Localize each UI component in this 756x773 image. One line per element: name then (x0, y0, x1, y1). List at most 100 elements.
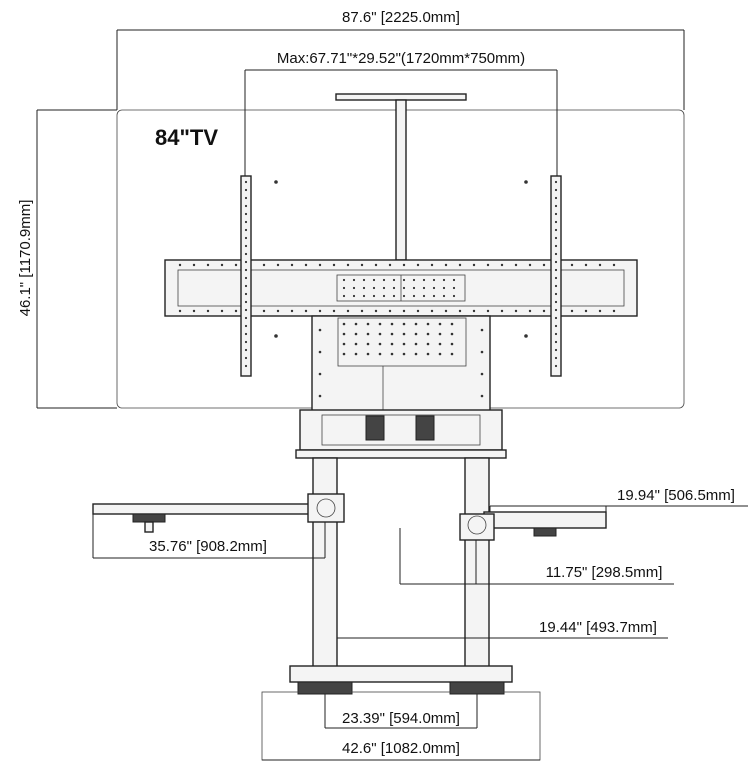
tv-width-dimension: 87.6" [2225.0mm] (116, 9, 685, 110)
frame-hole (422, 286, 426, 290)
frame-hole (262, 309, 266, 313)
tv-height-dimension: 46.1" [1170.9mm] (17, 109, 117, 409)
frame-hole (432, 294, 436, 298)
left-upright (312, 457, 338, 669)
panel-hole (318, 350, 322, 354)
frame-hole (220, 263, 224, 267)
frame-hole (432, 278, 436, 282)
bracket-hole (244, 276, 248, 280)
bracket-hole (554, 332, 558, 336)
frame-hole (412, 278, 416, 282)
frame-hole (372, 294, 376, 298)
bracket-hole (554, 212, 558, 216)
frame-hole (276, 263, 280, 267)
frame-hole (360, 309, 364, 313)
frame-hole (318, 263, 322, 267)
panel-hole (390, 352, 394, 356)
frame-hole (452, 278, 456, 282)
panel-hole (414, 342, 418, 346)
frame-hole (388, 263, 392, 267)
panel-hole (342, 322, 346, 326)
bracket-hole (554, 348, 558, 352)
right-shelf: 19.94" [506.5mm] 11.75" [298.5mm] (399, 487, 748, 585)
panel-hole (354, 352, 358, 356)
frame-hole (514, 263, 518, 267)
frame-hole (352, 294, 356, 298)
frame-hole (514, 309, 518, 313)
frame-hole (290, 309, 294, 313)
bracket-hole (554, 260, 558, 264)
tv-stud (524, 334, 528, 338)
bracket-hole (244, 188, 248, 192)
frame-hole (382, 294, 386, 298)
frame-hole (416, 309, 420, 313)
panel-hole (390, 322, 394, 326)
frame-hole (472, 263, 476, 267)
frame-hole (206, 309, 210, 313)
frame-hole (192, 263, 196, 267)
bracket-hole (554, 300, 558, 304)
tv-height-label: 46.1" [1170.9mm] (17, 200, 34, 317)
panel-hole (378, 332, 382, 336)
bracket-hole (554, 196, 558, 200)
bracket-hole (554, 244, 558, 248)
right-upright (464, 457, 490, 669)
camera-shelf (335, 93, 467, 261)
bracket-hole (554, 252, 558, 256)
frame-hole (374, 263, 378, 267)
panel-hole (378, 342, 382, 346)
power-box (295, 409, 507, 459)
frame-hole (528, 309, 532, 313)
bracket-hole (244, 292, 248, 296)
bracket-hole (244, 196, 248, 200)
frame-hole (352, 286, 356, 290)
bracket-hole (554, 220, 558, 224)
bracket-hole (554, 228, 558, 232)
bracket-hole (554, 316, 558, 320)
base-inner-label: 23.39" [594.0mm] (342, 710, 460, 727)
bracket-hole (244, 332, 248, 336)
frame-hole (362, 278, 366, 282)
panel-hole (318, 328, 322, 332)
panel-hole (438, 322, 442, 326)
frame-hole (486, 263, 490, 267)
frame-hole (612, 309, 616, 313)
frame-hole (542, 263, 546, 267)
frame-hole (500, 263, 504, 267)
bracket-hole (244, 364, 248, 368)
frame-hole (442, 278, 446, 282)
panel-hole (378, 352, 382, 356)
bracket-hole (554, 284, 558, 288)
base: 23.39" [594.0mm] 42.6" [1082.0mm] (261, 665, 541, 761)
bracket-hole (244, 220, 248, 224)
frame-hole (382, 286, 386, 290)
base-outer-label: 42.6" [1082.0mm] (342, 740, 460, 757)
panel-hole (354, 322, 358, 326)
bracket-hole (554, 324, 558, 328)
bracket-hole (554, 356, 558, 360)
frame-hole (570, 309, 574, 313)
frame-hole (570, 263, 574, 267)
frame-hole (290, 263, 294, 267)
panel-hole (402, 342, 406, 346)
bracket-hole (554, 364, 558, 368)
right-shelf-width-label: 19.94" [506.5mm] (617, 487, 735, 504)
panel-hole (354, 342, 358, 346)
panel-hole (450, 322, 454, 326)
frame-hole (402, 278, 406, 282)
frame-hole (178, 263, 182, 267)
bracket-hole (244, 244, 248, 248)
panel-hole (426, 322, 430, 326)
frame-hole (318, 309, 322, 313)
frame-hole (444, 309, 448, 313)
panel-hole (438, 342, 442, 346)
frame-hole (430, 309, 434, 313)
bracket-hole (244, 260, 248, 264)
frame-hole (392, 294, 396, 298)
frame-hole (262, 263, 266, 267)
bracket-hole (244, 300, 248, 304)
frame-hole (422, 278, 426, 282)
panel-hole (366, 332, 370, 336)
bracket-hole (244, 308, 248, 312)
panel-hole (366, 352, 370, 356)
